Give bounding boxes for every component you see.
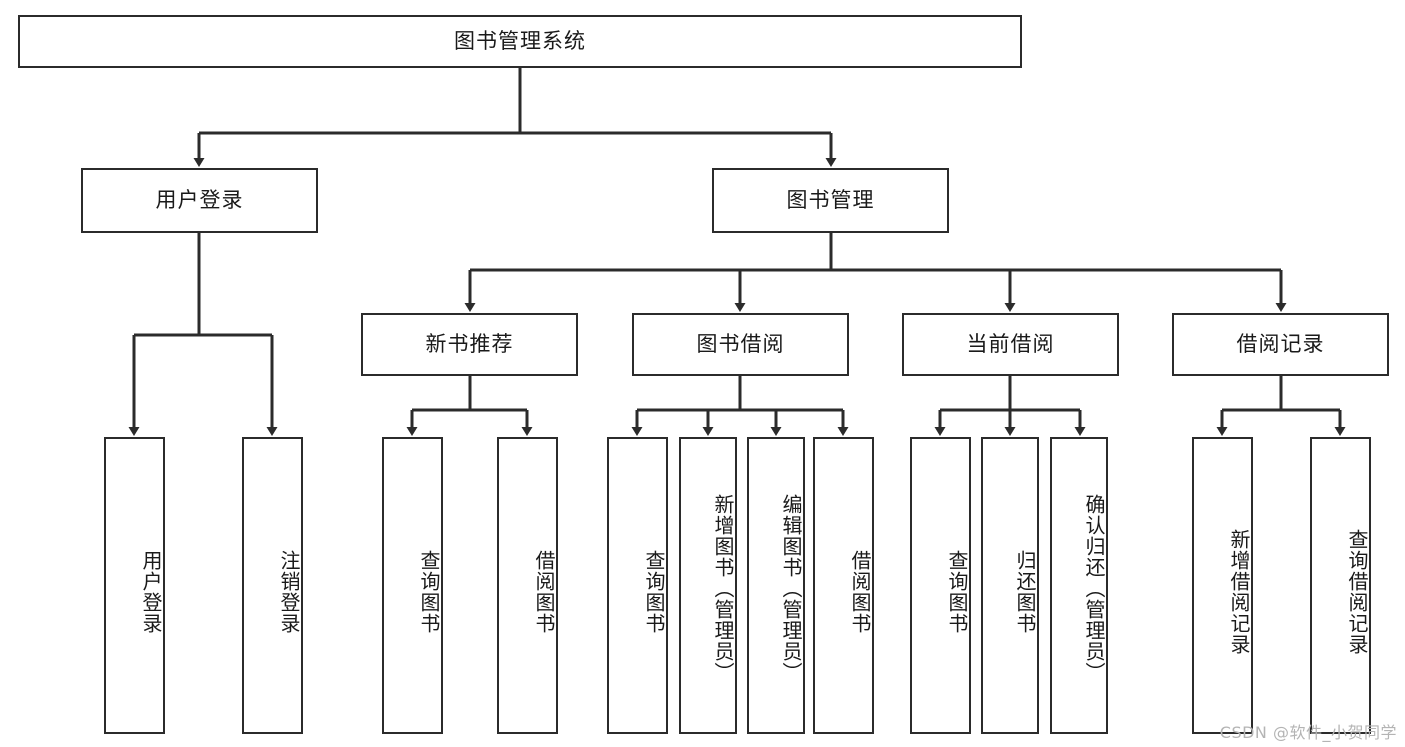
node-new-book-recommendation[interactable]: 新书推荐 (361, 313, 578, 376)
leaf-borrow-records-query-record[interactable]: 查询借阅记录 (1310, 437, 1371, 734)
node-user-login[interactable]: 用户登录 (81, 168, 318, 233)
node-book-management[interactable]: 图书管理 (712, 168, 949, 233)
leaf-book-borrow-borrow-books[interactable]: 借阅图书 (813, 437, 874, 734)
leaf-book-borrow-query-books[interactable]: 查询图书 (607, 437, 668, 734)
leaf-new-book-borrow-books[interactable]: 借阅图书 (497, 437, 558, 734)
leaf-current-borrow-confirm-return-admin[interactable]: 确认归还（管理员） (1050, 437, 1108, 734)
node-borrowing-records[interactable]: 借阅记录 (1172, 313, 1389, 376)
node-current-borrowing[interactable]: 当前借阅 (902, 313, 1119, 376)
csdn-watermark: CSDN @软件_小贺同学 (1219, 723, 1397, 742)
leaf-book-borrow-edit-book-admin[interactable]: 编辑图书（管理员） (747, 437, 805, 734)
leaf-current-borrow-query-books[interactable]: 查询图书 (910, 437, 971, 734)
leaf-book-borrow-add-book-admin[interactable]: 新增图书（管理员） (679, 437, 737, 734)
leaf-user-login-logout[interactable]: 注销登录 (242, 437, 303, 734)
node-root-book-management-system[interactable]: 图书管理系统 (18, 15, 1022, 68)
leaf-current-borrow-return-books[interactable]: 归还图书 (981, 437, 1039, 734)
leaf-user-login-login[interactable]: 用户登录 (104, 437, 165, 734)
leaf-new-book-query-books[interactable]: 查询图书 (382, 437, 443, 734)
node-book-borrowing[interactable]: 图书借阅 (632, 313, 849, 376)
leaf-borrow-records-add-record[interactable]: 新增借阅记录 (1192, 437, 1253, 734)
